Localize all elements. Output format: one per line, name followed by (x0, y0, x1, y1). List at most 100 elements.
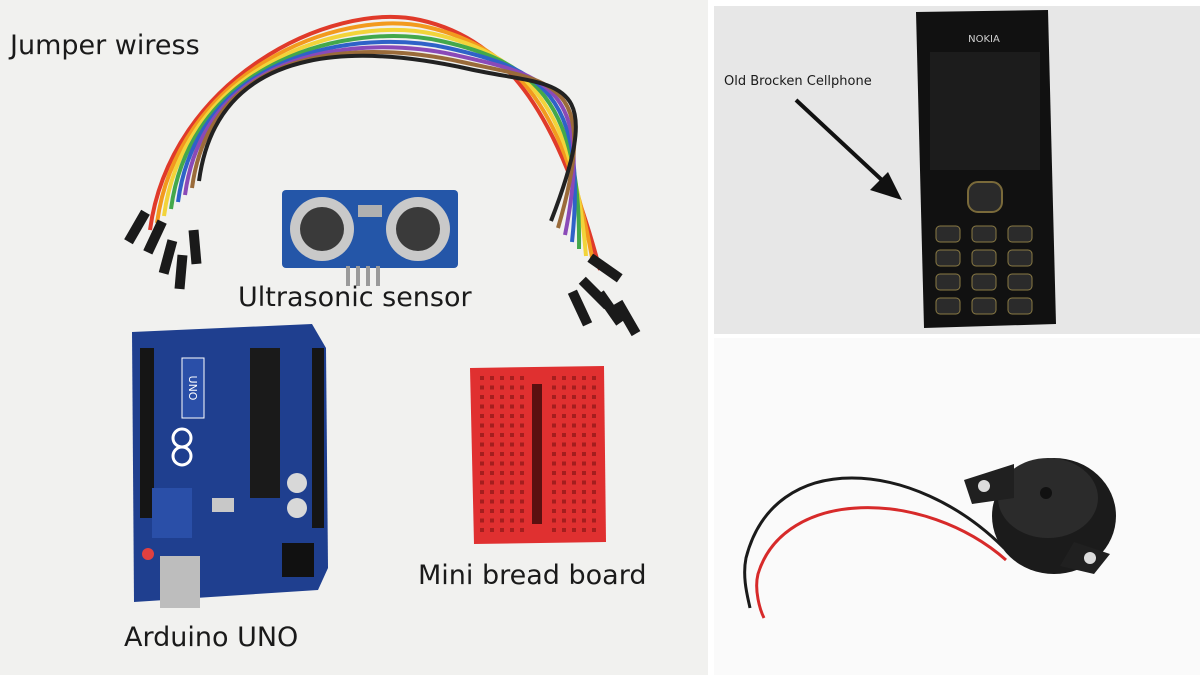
breadboard-hole (500, 423, 504, 428)
breadboard-hole (552, 376, 556, 380)
breadboard-hole (480, 518, 484, 523)
breadboard-hole (562, 376, 566, 380)
breadboard-hole (562, 528, 566, 532)
breadboard-hole (520, 499, 524, 504)
breadboard-hole (520, 452, 524, 456)
phone-key (935, 249, 961, 267)
breadboard-hole (480, 414, 484, 418)
breadboard-hole (490, 452, 494, 456)
breadboard-hole (490, 528, 494, 532)
breadboard-hole (510, 499, 514, 504)
breadboard-hole (510, 461, 514, 466)
breadboard-hole (592, 395, 596, 399)
jumper-wires-label: Jumper wiress (10, 30, 200, 61)
breadboard-hole (592, 385, 596, 390)
breadboard-hole (552, 404, 556, 409)
components-panel: UNO Jumper wiress Ultrasonic sensor Ardu… (0, 0, 708, 675)
breadboard-hole (500, 471, 504, 475)
phone-brand: NOKIA (968, 34, 1000, 45)
breadboard-hole (582, 499, 586, 504)
breadboard-hole (562, 518, 566, 523)
header-left (140, 348, 154, 518)
cellphone-panel: Old Brocken Cellphone NOKIA (714, 6, 1200, 334)
breadboard-hole (480, 385, 484, 390)
phone-key (971, 249, 997, 267)
phone-key (1007, 273, 1033, 291)
breadboard-hole (490, 376, 494, 380)
breadboard-hole (480, 404, 484, 409)
breadboard-hole (582, 518, 586, 523)
breadboard-hole (572, 442, 576, 447)
jumper-wire (162, 27, 588, 257)
breadboard-hole (552, 452, 556, 456)
breadboard-hole (562, 499, 566, 504)
jumper-wires (124, 14, 641, 337)
breadboard-hole (592, 433, 596, 437)
breadboard-hole (480, 509, 484, 513)
breadboard-hole (592, 509, 596, 513)
phone-key (971, 297, 997, 315)
breadboard-hole (592, 442, 596, 447)
breadboard-hole (490, 423, 494, 428)
breadboard-hole (582, 395, 586, 399)
jumper-wire (148, 14, 602, 271)
jumper-wire (197, 53, 578, 222)
mini-breadboard-label: Mini bread board (418, 560, 647, 591)
breadboard-hole (572, 395, 576, 399)
center-channel (532, 384, 542, 524)
breadboard-hole (572, 461, 576, 466)
breadboard-hole (562, 480, 566, 485)
breadboard-hole (582, 433, 586, 437)
breadboard-hole (490, 385, 494, 390)
breadboard-hole (520, 490, 524, 494)
breadboard-hole (500, 385, 504, 390)
breadboard-hole (510, 518, 514, 523)
breadboard-hole (520, 509, 524, 513)
breadboard-hole (490, 490, 494, 494)
breadboard-hole (500, 499, 504, 504)
piezo-buzzer (743, 458, 1116, 619)
breadboard-hole (480, 461, 484, 466)
breadboard-hole (510, 509, 514, 513)
mini-breadboard (470, 366, 606, 544)
breadboard-hole (592, 461, 596, 466)
breadboard-hole (592, 480, 596, 485)
breadboard-hole (582, 480, 586, 485)
breadboard-hole (510, 442, 514, 447)
breadboard-hole (500, 509, 504, 513)
breadboard-hole (592, 376, 596, 380)
phone-key (1007, 297, 1033, 315)
breadboard-hole (562, 423, 566, 428)
breadboard-hole (552, 385, 556, 390)
reset-button (142, 548, 154, 560)
breadboard-hole (562, 442, 566, 447)
breadboard-hole (480, 442, 484, 447)
arduino-logo (171, 427, 193, 467)
breadboard-hole (572, 528, 576, 532)
breadboard-hole (552, 518, 556, 523)
breadboard-hole (520, 395, 524, 399)
breadboard-hole (552, 471, 556, 475)
breadboard-hole (520, 385, 524, 390)
breadboard-hole (500, 490, 504, 494)
breadboard-hole (552, 499, 556, 504)
ultrasonic-sensor (282, 190, 458, 286)
breadboard-hole (510, 528, 514, 532)
breadboard-hole (582, 442, 586, 447)
phone-key (935, 273, 961, 291)
buzzer-panel (714, 338, 1200, 675)
phone-key (1007, 249, 1033, 267)
header-right (312, 348, 324, 528)
breadboard-hole (480, 480, 484, 485)
breadboard-hole (500, 404, 504, 409)
breadboard-hole (582, 414, 586, 418)
breadboard-hole (572, 499, 576, 504)
breadboard-hole (592, 414, 596, 418)
breadboard-hole (572, 385, 576, 390)
breadboard-hole (520, 433, 524, 437)
breadboard-hole (500, 442, 504, 447)
breadboard-hole (582, 509, 586, 513)
phone-key (935, 225, 961, 243)
breadboard-hole (510, 490, 514, 494)
breadboard-hole (552, 395, 556, 399)
